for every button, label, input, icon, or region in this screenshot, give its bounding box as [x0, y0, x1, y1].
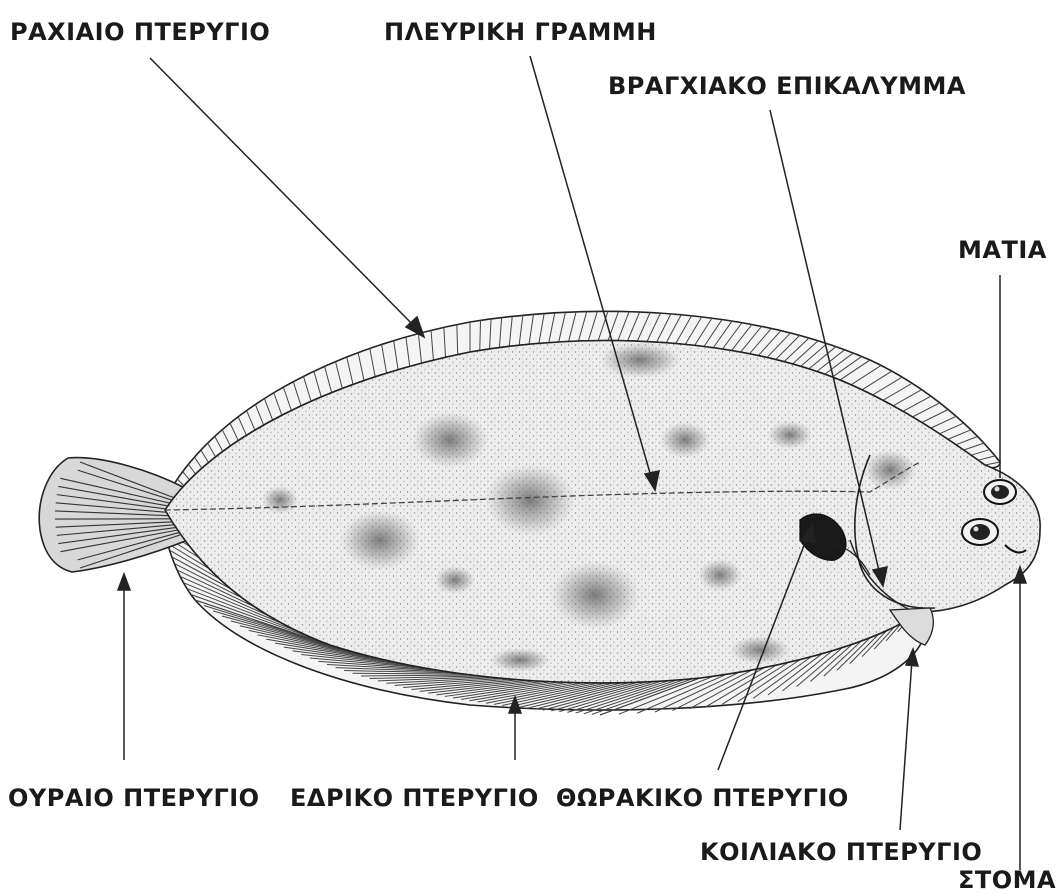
label-lateral-line: ΠΛΕΥΡΙΚΗ ΓΡΑΜΜΗ — [384, 20, 657, 44]
arrow-caudal-fin — [118, 574, 130, 590]
fin-ray — [353, 673, 464, 674]
leader-dorsal-fin — [150, 58, 418, 330]
label-mouth: ΣΤΟΜΑ — [958, 868, 1056, 892]
upper-eye — [984, 480, 1016, 504]
label-gill-cover: ΒΡΑΓΧΙΑΚΟ ΕΠΙΚΑΛΥΜΜΑ — [608, 74, 966, 98]
label-caudal-fin: ΟΥΡΑΙΟ ΠΤΕΡΥΓΙΟ — [8, 786, 260, 810]
leader-pelvic-fin — [900, 660, 912, 830]
lower-eye — [962, 519, 998, 545]
label-anal-fin: ΕΔΡΙΚΟ ΠΤΕΡΥΓΙΟ — [290, 786, 539, 810]
label-pelvic-fin: ΚΟΙΛΙΑΚΟ ΠΤΕΡΥΓΙΟ — [700, 840, 982, 864]
label-eye: ΜΑΤΙΑ — [958, 238, 1047, 262]
label-pectoral-fin: ΘΩΡΑΚΙΚΟ ΠΤΕΡΥΓΙΟ — [556, 786, 849, 810]
label-dorsal-fin: ΡΑΧΙΑΙΟ ΠΤΕΡΥΓΙΟ — [10, 20, 270, 44]
